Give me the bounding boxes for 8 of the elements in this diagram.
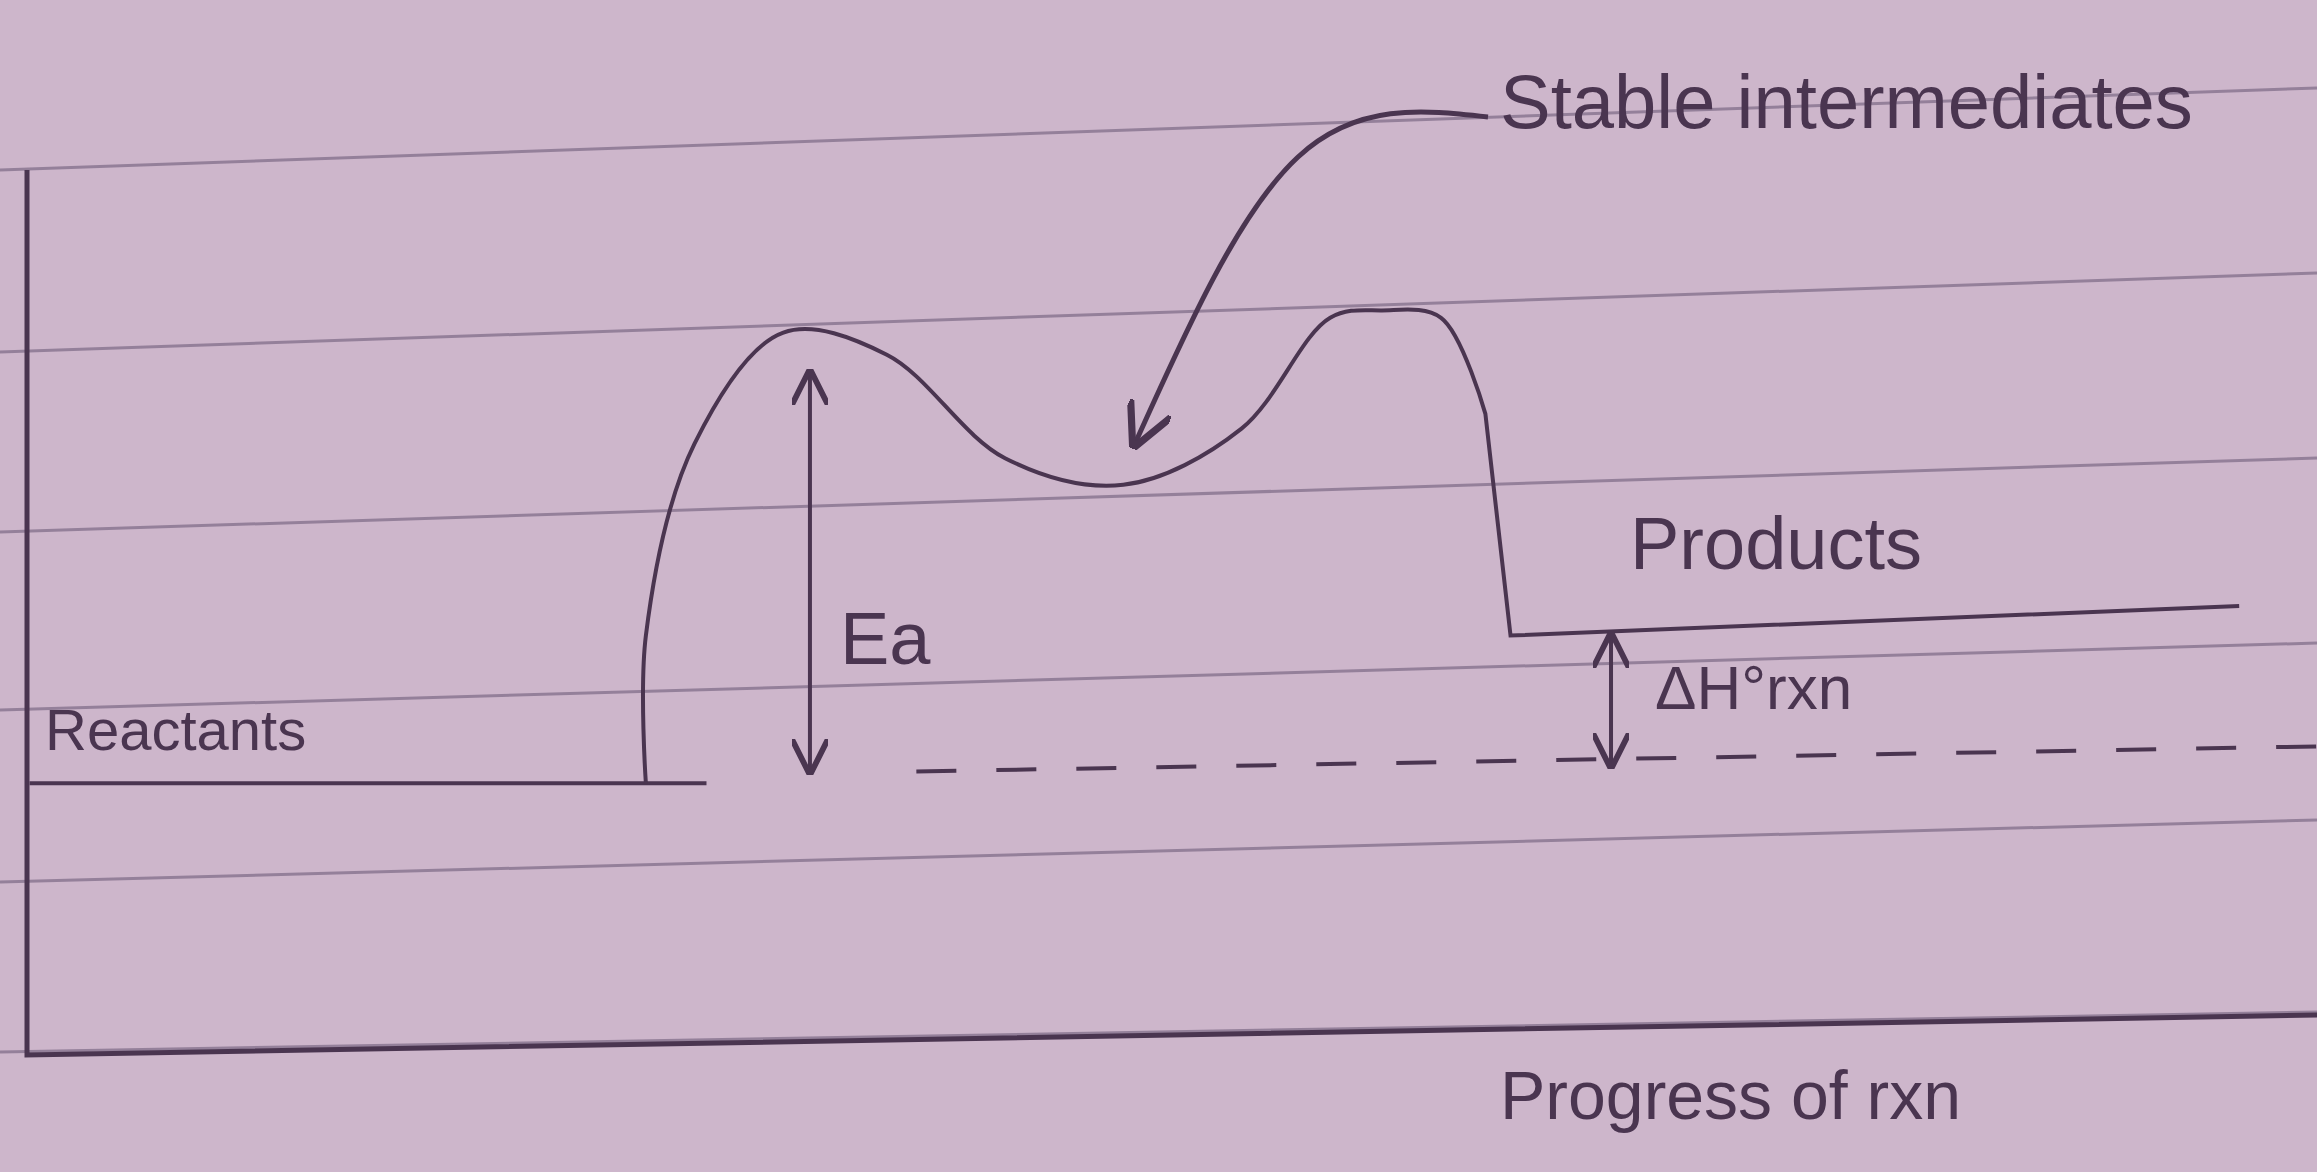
axis-label: Progress of rxn: [1500, 1060, 1962, 1132]
leader-arrow: [1127, 109, 1489, 453]
energy-label: Ea: [840, 600, 931, 678]
energy-curve: [29, 307, 2240, 786]
axis-label: Reactants: [45, 700, 307, 761]
axis-label: Products: [1630, 505, 1923, 583]
annotation-text: Stable intermediates: [1500, 62, 2220, 142]
energy-label: ΔH°rxn: [1655, 655, 1853, 721]
